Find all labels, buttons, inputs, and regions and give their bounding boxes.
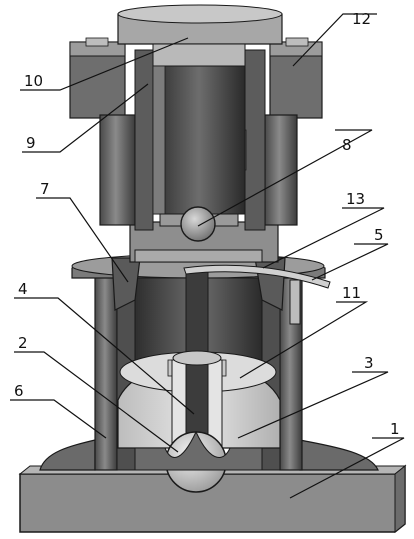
label-8: 8 [342, 136, 352, 154]
label-6: 6 [14, 382, 24, 400]
label-3: 3 [364, 354, 374, 372]
label-9: 9 [26, 134, 36, 152]
ball-seat [134, 430, 263, 471]
upper-housing [69, 41, 323, 231]
label-10: 10 [24, 72, 43, 90]
label-1: 1 [390, 420, 400, 438]
lever-arm [183, 264, 331, 325]
label-13: 13 [346, 190, 365, 208]
label-5: 5 [374, 226, 384, 244]
part-labels: 12 10 9 8 7 13 5 4 11 2 3 6 1 [14, 10, 400, 438]
label-11: 11 [342, 284, 361, 302]
flange-bolts [85, 37, 309, 47]
label-2: 2 [18, 334, 28, 352]
leader-lines [10, 13, 405, 499]
upper-ball [159, 206, 239, 242]
label-7: 7 [40, 180, 50, 198]
top-cap [117, 4, 283, 215]
plunger-rod [171, 271, 223, 463]
label-4: 4 [18, 280, 28, 298]
label-12: 12 [352, 10, 371, 28]
